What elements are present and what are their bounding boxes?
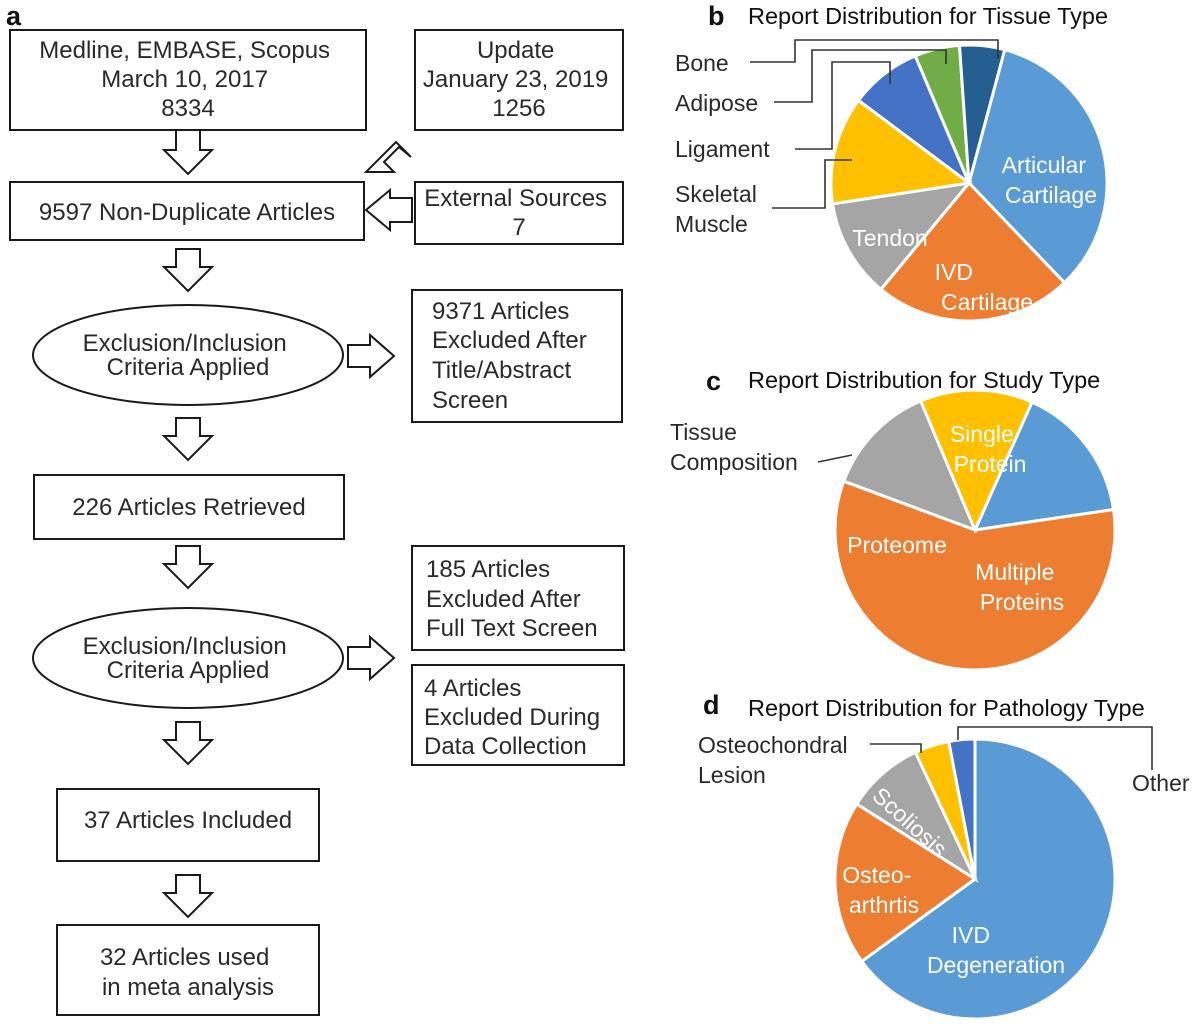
panel-a-label: a (6, 1, 22, 31)
pie-b-label-ivd-cartilage: IVD Cartilage (935, 259, 1033, 315)
pie-slice-other (947, 737, 977, 880)
box-excluded-data-collection (411, 664, 625, 766)
left-arrow-icon (364, 187, 413, 233)
pie-chart-pathology-type: d Report Distribution for Pathology Type… (698, 690, 1190, 1021)
pie-slice-osteo-arthrtis (833, 801, 978, 964)
ellipse-criteria-1-text: Exclusion/Inclusion Criteria Applied (83, 330, 294, 381)
box-databases (9, 29, 367, 131)
down-arrow-icon (161, 545, 215, 590)
ellipse-criteria-2 (32, 607, 344, 709)
pie-d-label-osteoarthritis: Osteo- arthrtis (842, 862, 919, 918)
box-included-text: 37 Articles Included (84, 807, 292, 834)
pie-d-label-ivd-degeneration: IVD Degeneration (927, 922, 1065, 978)
box-excluded-title-abstract-text: 9371 Articles Excluded After Title/Abstr… (432, 298, 593, 414)
box-nonduplicate (9, 181, 365, 241)
pie-chart-study-type: c Report Distribution for Study Type Tis… (670, 366, 1117, 672)
pie-c-label-proteome: Proteome (847, 532, 947, 558)
box-retrieved-text: 226 Articles Retrieved (72, 494, 305, 521)
leader-skeletal-muscle (772, 159, 852, 209)
diagonal-arrow-icon (363, 140, 412, 173)
panel-c-label: c (706, 366, 721, 396)
leader-other (957, 726, 1153, 770)
pie-c-label-single-protein: Single Protein (950, 421, 1027, 477)
box-external-text: External Sources 7 (424, 185, 613, 241)
pie-slice-ivd-degeneration (859, 737, 1117, 1021)
pie-c-label-tissue-composition: Tissue Composition (670, 419, 798, 475)
box-databases-text: Medline, EMBASE, Scopus March 10, 2017 8… (39, 37, 336, 122)
box-nonduplicate-text: 9597 Non-Duplicate Articles (39, 199, 335, 226)
box-included (56, 788, 320, 862)
box-external (414, 181, 624, 245)
pie-slice-scoliosis (854, 750, 979, 884)
pie-slice-skeletal-muscle (829, 98, 973, 206)
panel-b-label: b (708, 1, 725, 31)
pie-b-label-ligament: Ligament (675, 136, 770, 162)
pie-b-leader-lines (750, 39, 999, 209)
down-arrow-icon (161, 417, 215, 462)
down-arrow-icon (161, 721, 215, 766)
leader-osteochondral-lesion (870, 743, 922, 753)
pie-b-label-skeletal-muscle: Skeletal Muscle (675, 181, 763, 237)
box-excluded-full-text (411, 545, 625, 651)
pie-slice-ivd-cartilage (878, 180, 1067, 323)
box-update (414, 29, 624, 131)
down-arrow-icon (161, 874, 215, 919)
pie-b-title: Report Distribution for Tissue Type (748, 3, 1108, 29)
right-arrow-icon (347, 332, 396, 380)
box-meta-analysis-text: 32 Articles used in meta analysis (100, 944, 276, 1001)
box-retrieved (33, 474, 345, 540)
pie-b-label-tendon: Tendon (852, 225, 927, 251)
pie-slice-proteome (841, 398, 978, 533)
pie-slice-tendon (830, 180, 973, 292)
box-update-text: Update January 23, 2019 1256 (423, 37, 615, 122)
pie-slice-single-protein (972, 400, 1116, 532)
leader-ligament (795, 61, 891, 150)
pie-b-label-articular-cartilage: Articular Cartilage (1002, 152, 1097, 208)
pie-b-slices (829, 43, 1109, 323)
leader-adipose (774, 49, 947, 103)
leader-tissue-composition (817, 454, 853, 463)
panel-a-flowchart: a Medline, EMBASE, Scopus March 10, 2017… (6, 1, 625, 1016)
pie-d-title: Report Distribution for Pathology Type (748, 695, 1145, 721)
down-arrow-icon (161, 129, 215, 176)
box-excluded-title-abstract (411, 289, 623, 423)
pie-chart-tissue-type: b Report Distribution for Tissue Type Bo… (675, 1, 1109, 323)
panel-d-label: d (703, 690, 720, 720)
pie-c-slices (833, 388, 1117, 672)
box-excluded-data-collection-text: 4 Articles Excluded During Data Collecti… (424, 675, 607, 760)
pie-d-label-osteochondral-lesion: Osteochondral Lesion (698, 732, 854, 788)
leader-bone (750, 39, 999, 63)
pie-slice-tissue-composition (918, 388, 1034, 534)
pie-d-label-other: Other (1132, 770, 1190, 796)
box-excluded-full-text-text: 185 Articles Excluded After Full Text Sc… (426, 556, 598, 642)
box-meta-analysis (56, 924, 320, 1016)
pie-c-title: Report Distribution for Study Type (748, 367, 1100, 393)
pie-b-label-adipose: Adipose (675, 90, 758, 116)
pie-d-slices (833, 737, 1117, 1021)
pie-b-label-bone: Bone (675, 50, 729, 76)
pie-slice-articular-cartilage (967, 47, 1109, 285)
right-arrow-icon (347, 634, 396, 682)
pie-c-label-multiple-proteins: Multiple Proteins (975, 559, 1064, 615)
ellipse-criteria-2-text: Exclusion/Inclusion Criteria Applied (83, 633, 294, 684)
down-arrow-icon (161, 248, 215, 293)
pie-slice-multiple-proteins (833, 479, 1117, 672)
pie-slice-bone (957, 43, 1007, 184)
ellipse-criteria-1 (32, 304, 344, 406)
